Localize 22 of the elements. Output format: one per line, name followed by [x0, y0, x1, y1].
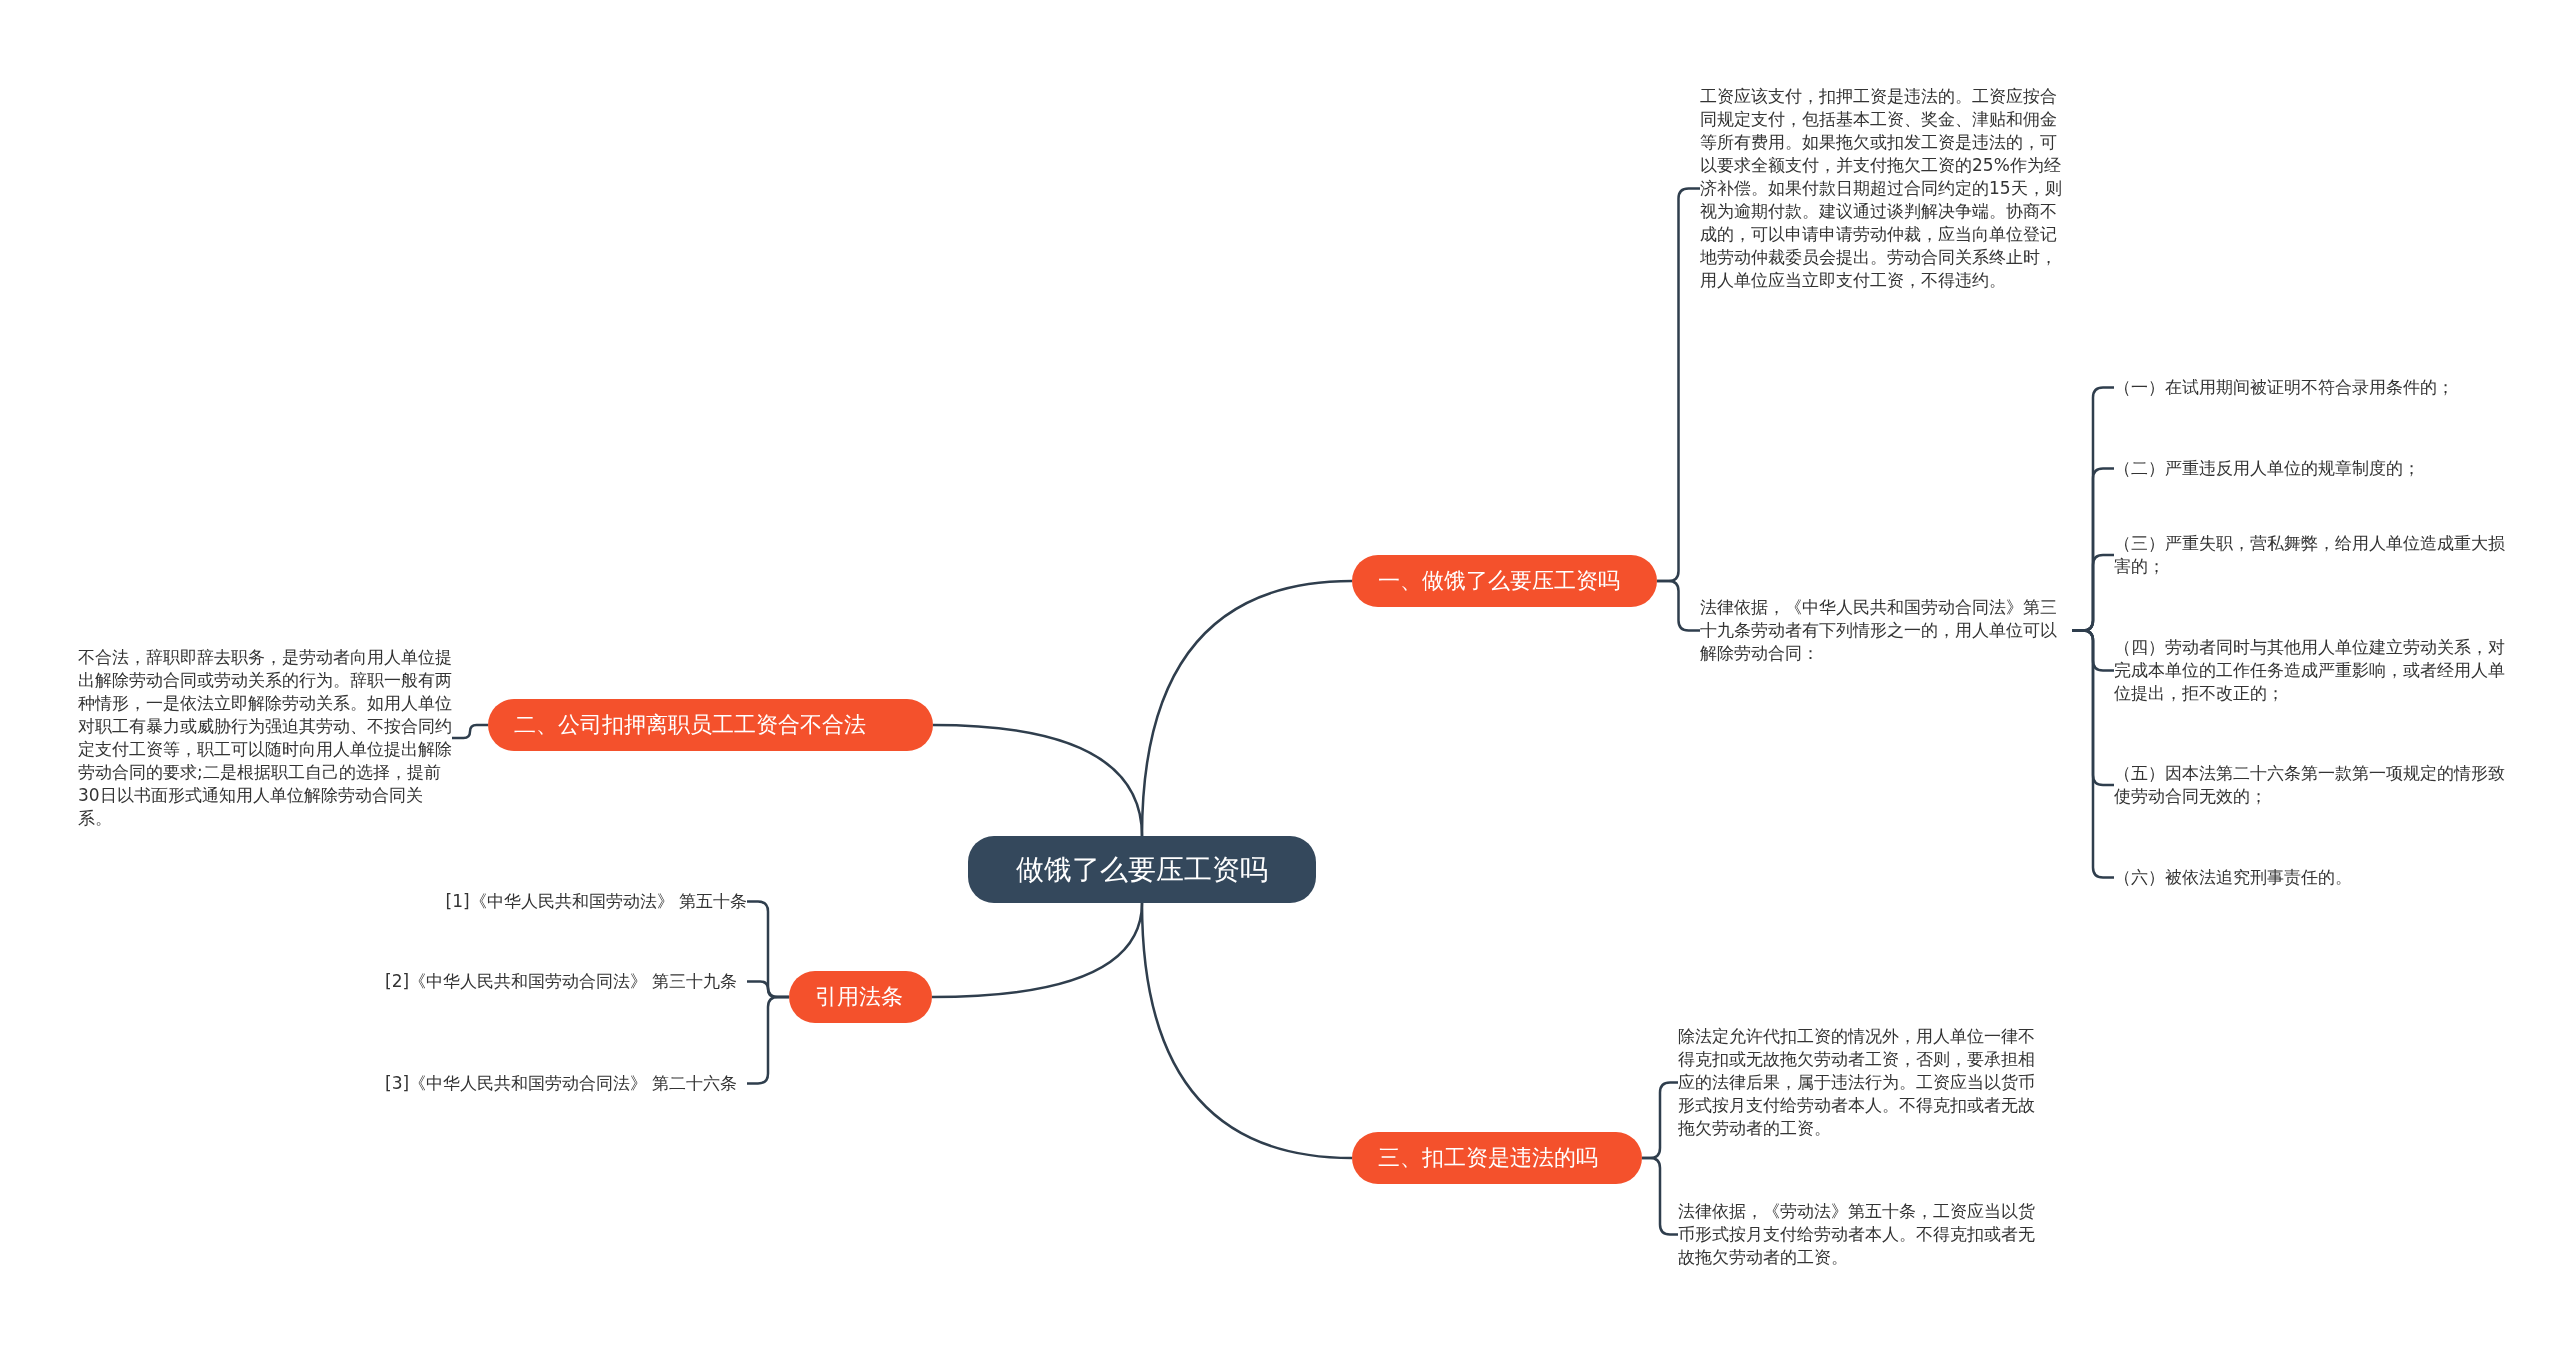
branch-topic: 三、扣工资是违法的吗 [1352, 1132, 1642, 1184]
text-note: 除法定允许代扣工资的情况外，用人单位一律不得克扣或无故拖欠劳动者工资，否则，要承担相应的法律后果，属于违法行为。工资应当以货币形式按月支付给劳动者本人。不得克扣或者无故拖欠劳动者的工资。 [1678, 1025, 2050, 1140]
central-topic: 做饿了么要压工资吗 [968, 836, 1316, 903]
list-item: （一）在试用期间被证明不符合录用条件的； [2114, 376, 2514, 399]
list-item: （六）被依法追究刑事责任的。 [2114, 866, 2514, 889]
text-note: 不合法，辞职即辞去职务，是劳动者向用人单位提出解除劳动合同或劳动关系的行为。辞职一般有两种情形，一是依法立即解除劳动关系。如用人单位对职工有暴力或威胁行为强迫其劳动、不按合同约定支付工资等，职工可以随时向用人单位提出解除劳动合同的要求;二是根据职工自己的选择，提前30日以书面形式通知用人单位解除劳动合同关系。 [78, 646, 452, 830]
list-item: （五）因本法第二十六条第一款第一项规定的情形致使劳动合同无效的； [2114, 762, 2514, 808]
text-note: 法律依据，《劳动法》第五十条，工资应当以货币形式按月支付给劳动者本人。不得克扣或者无故拖欠劳动者的工资。 [1678, 1200, 2050, 1269]
connector-line [452, 723, 488, 740]
text-note: 法律依据，《中华人民共和国劳动合同法》第三十九条劳动者有下列情形之一的，用人单位可以解除劳动合同： [1700, 596, 2072, 665]
list-item: （三）严重失职，营私舞弊，给用人单位造成重大损害的； [2114, 532, 2514, 578]
text-note: 工资应该支付，扣押工资是违法的。工资应按合同规定支付，包括基本工资、奖金、津贴和佣金等所有费用。如果拖欠或扣发工资是违法的，可以要求全额支付，并支付拖欠工资的25%作为经济补偿。如果付款日期超过合同约定的15天，则视为逾期付款。建议通过谈判解决争端。协商不成的，可以申请申请劳动仲裁，应当向单位登记地劳动仲裁委员会提出。劳动合同关系终止时，用人单位应当立即支付工资，不得违约。 [1700, 85, 2072, 292]
list-item: （四）劳动者同时与其他用人单位建立劳动关系，对完成本单位的工作任务造成严重影响，或者经用人单位提出，拒不改正的； [2114, 636, 2514, 705]
list-item: （二）严重违反用人单位的规章制度的； [2114, 457, 2514, 480]
connector-line [931, 902, 1144, 999]
branch-topic: 一、做饿了么要压工资吗 [1352, 555, 1657, 607]
reference-text: [3]《中华人民共和国劳动合同法》 第二十六条 [385, 1072, 747, 1095]
connector-line [932, 723, 1144, 837]
branch-topic: 二、公司扣押离职员工工资合不合法 [488, 699, 933, 751]
reference-text: [1]《中华人民共和国劳动法》 第五十条 [395, 890, 747, 913]
reference-text: [2]《中华人民共和国劳动合同法》 第三十九条 [385, 970, 747, 993]
branch-topic: 引用法条 [789, 971, 932, 1023]
